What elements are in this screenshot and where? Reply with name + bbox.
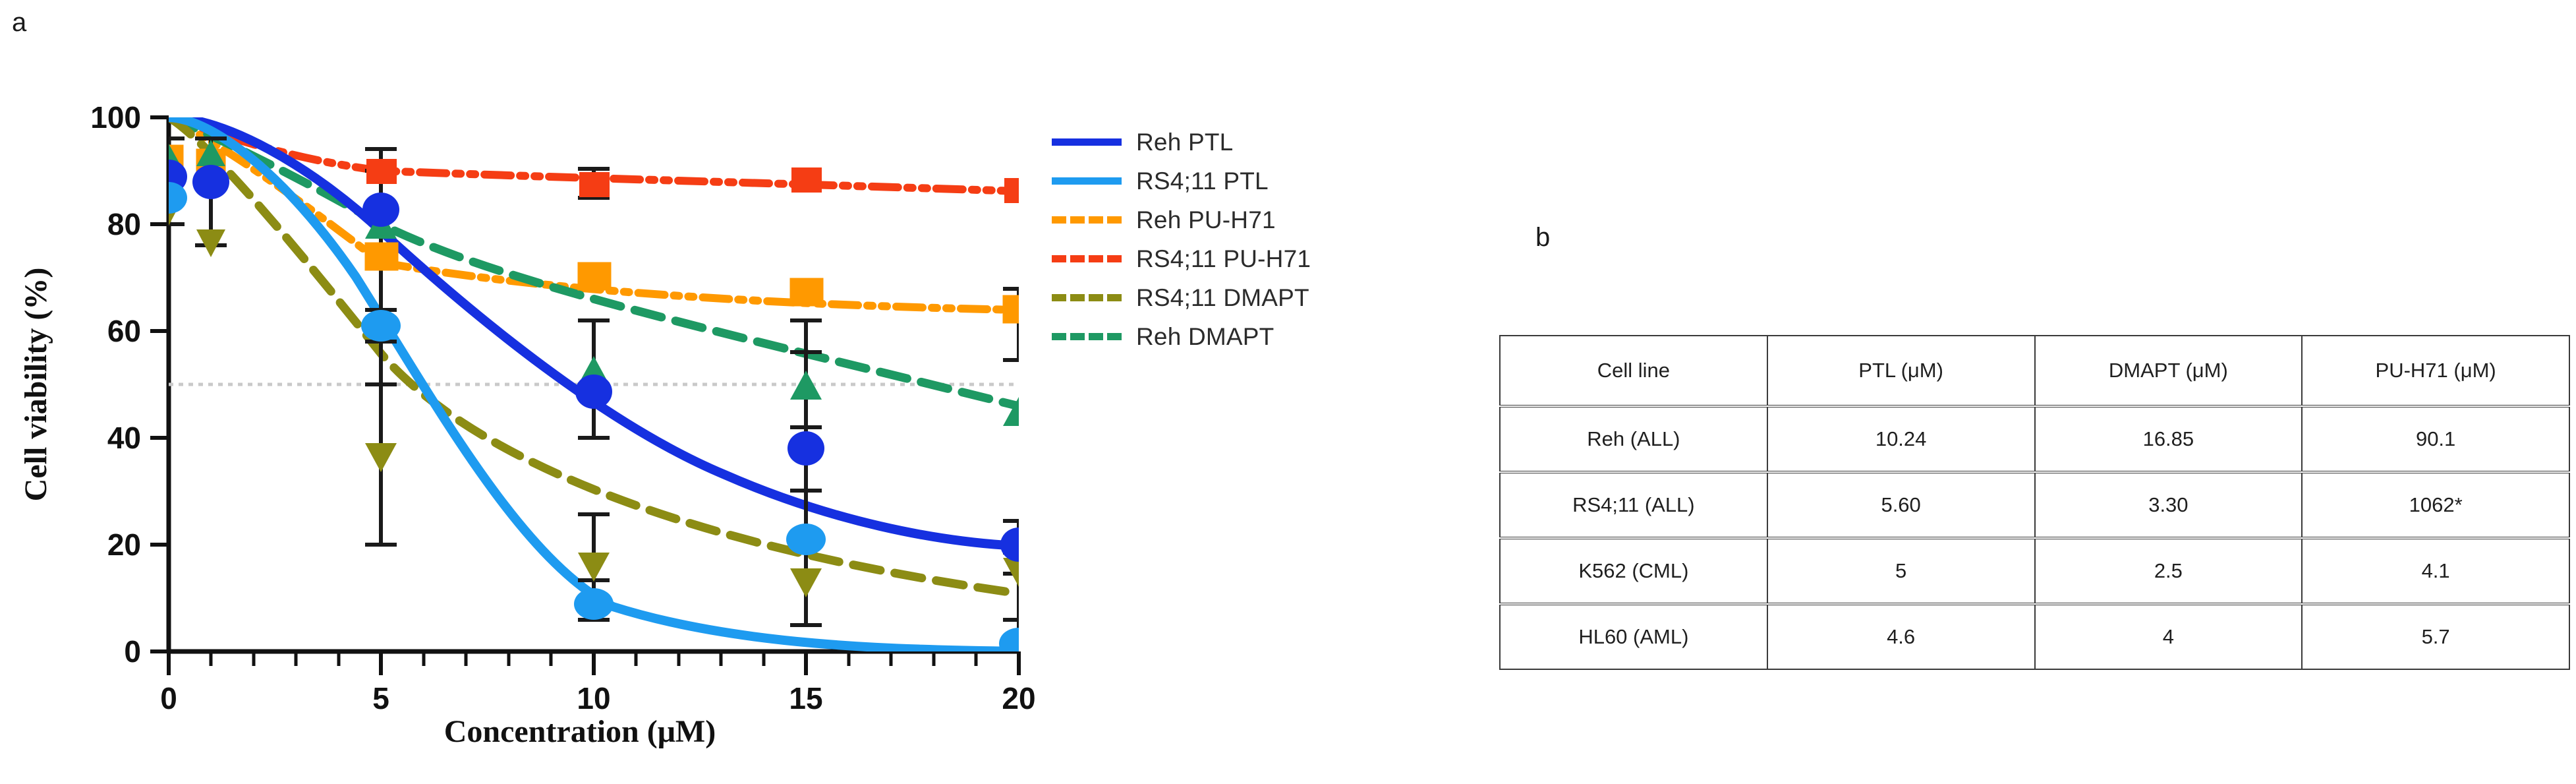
ic50-table: Cell line PTL (μM) DMAPT (μM) PU-H71 (μM… (1499, 335, 2570, 670)
table-cell-puh71: 90.1 (2301, 406, 2570, 473)
legend-item-reh-puh71[interactable]: Reh PU-H71 (1052, 200, 1421, 239)
legend-label-reh-dmapt: Reh DMAPT (1136, 322, 1274, 350)
table-row: HL60 (AML) 4.6 4 5.7 (1499, 603, 2570, 670)
table-header-ptl: PTL (μM) (1766, 335, 2036, 407)
svg-text:60: 60 (107, 314, 141, 348)
legend-label-rs411-ptl: RS4;11 PTL (1136, 167, 1269, 195)
table-cell-dmapt: 4 (2034, 603, 2303, 670)
chart-legend: Reh PTL RS4;11 PTL Reh PU-H71 RS4;11 PU-… (1052, 123, 1421, 356)
curve-rs411-ptl (169, 117, 1019, 651)
table-row: RS4;11 (ALL) 5.60 3.30 1062* (1499, 471, 2570, 539)
table-cell-ptl: 5 (1766, 537, 2036, 605)
legend-label-rs411-puh71: RS4;11 PU-H71 (1136, 245, 1311, 272)
table-cell-cellline: Reh (ALL) (1499, 406, 1768, 473)
curve-rs411-dmapt (169, 117, 1019, 598)
table-cell-cellline: HL60 (AML) (1499, 603, 1768, 670)
x-axis-label: Concentration (μM) (444, 714, 716, 749)
legend-swatch-reh-puh71 (1052, 216, 1122, 224)
svg-text:20: 20 (1002, 681, 1035, 715)
legend-swatch-reh-ptl (1052, 138, 1122, 146)
table-cell-ptl: 4.6 (1766, 603, 2036, 670)
legend-swatch-rs411-ptl (1052, 177, 1122, 185)
table-row: K562 (CML) 5 2.5 4.1 (1499, 537, 2570, 605)
panel-a-label: a (12, 8, 27, 37)
table-cell-cellline: RS4;11 (ALL) (1499, 471, 1768, 539)
table-cell-dmapt: 2.5 (2034, 537, 2303, 605)
y-axis-ticks (150, 115, 169, 653)
panel-a-chart: a Cell viability (%) Concentration (μM) … (12, 8, 1421, 749)
table-cell-ptl: 5.60 (1766, 471, 2036, 539)
panel-b-table-container: Cell line PTL (μM) DMAPT (μM) PU-H71 (μM… (1499, 335, 2570, 670)
table-header-dmapt: DMAPT (μM) (2034, 335, 2303, 407)
legend-item-rs411-dmapt[interactable]: RS4;11 DMAPT (1052, 278, 1421, 317)
table-cell-dmapt: 16.85 (2034, 406, 2303, 473)
svg-text:0: 0 (160, 681, 177, 715)
x-axis-ticks (167, 651, 1021, 675)
svg-text:20: 20 (107, 528, 141, 562)
table-header-cell-line: Cell line (1499, 335, 1768, 407)
svg-text:0: 0 (124, 634, 141, 669)
legend-item-rs411-ptl[interactable]: RS4;11 PTL (1052, 162, 1421, 200)
x-axis-minor-ticks (209, 651, 978, 666)
x-axis-tick-labels: 0 5 10 15 20 (160, 681, 1035, 715)
svg-text:100: 100 (90, 100, 141, 135)
svg-text:40: 40 (107, 421, 141, 455)
table-row: Reh (ALL) 10.24 16.85 90.1 (1499, 406, 2570, 473)
legend-label-reh-puh71: Reh PU-H71 (1136, 206, 1276, 233)
legend-swatch-rs411-dmapt (1052, 294, 1122, 301)
table-header-puh71: PU-H71 (μM) (2301, 335, 2570, 407)
svg-text:80: 80 (107, 207, 141, 241)
table-cell-dmapt: 3.30 (2034, 471, 2303, 539)
legend-item-reh-ptl[interactable]: Reh PTL (1052, 123, 1421, 162)
curve-rs411-puh71 (169, 117, 1019, 195)
markers-reh-ptl (169, 160, 1019, 562)
table-cell-puh71: 1062* (2301, 471, 2570, 539)
svg-text:10: 10 (577, 681, 610, 715)
table-cell-cellline: K562 (CML) (1499, 537, 1768, 605)
markers-rs411-ptl (169, 182, 1019, 651)
legend-swatch-reh-dmapt (1052, 333, 1122, 340)
legend-item-rs411-puh71[interactable]: RS4;11 PU-H71 (1052, 239, 1421, 278)
y-axis-tick-labels: 0 20 40 60 80 100 (90, 100, 141, 669)
table-header-row: Cell line PTL (μM) DMAPT (μM) PU-H71 (μM… (1499, 335, 2570, 407)
table-cell-puh71: 4.1 (2301, 537, 2570, 605)
y-axis-label: Cell viability (%) (18, 268, 53, 502)
svg-text:5: 5 (372, 681, 389, 715)
table-cell-ptl: 10.24 (1766, 406, 2036, 473)
legend-item-reh-dmapt[interactable]: Reh DMAPT (1052, 317, 1421, 356)
panel-b-label: b (1535, 223, 1551, 252)
table-cell-puh71: 5.7 (2301, 603, 2570, 670)
legend-label-rs411-dmapt: RS4;11 DMAPT (1136, 284, 1309, 311)
legend-swatch-rs411-puh71 (1052, 255, 1122, 262)
curve-reh-ptl (169, 117, 1019, 551)
legend-label-reh-ptl: Reh PTL (1136, 128, 1234, 156)
svg-text:15: 15 (789, 681, 822, 715)
dose-response-plot: Cell viability (%) Concentration (μM) 0 … (18, 100, 1036, 749)
